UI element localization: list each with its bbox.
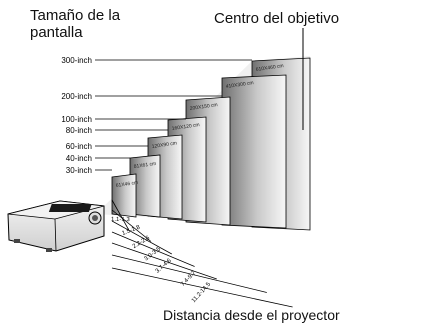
distance-label: 1.1-1.3 xyxy=(111,217,130,223)
lens-center-heading: Centro del objetivo xyxy=(214,10,340,27)
screen-panel-30-inch xyxy=(111,173,137,218)
screen-size-label: 40-inch xyxy=(66,154,92,163)
screen-size-heading: Tamaño de la pantalla xyxy=(30,7,121,41)
distance-label: 1.5-1.8 xyxy=(121,224,141,237)
projector-lens-inner xyxy=(92,215,98,221)
distance-dimension-line xyxy=(111,231,195,267)
distance-dimension-line xyxy=(111,267,293,308)
projector-foot-right xyxy=(46,248,52,252)
screen-dimension-label: 610X460 cm xyxy=(255,63,284,73)
distance-dimension-line xyxy=(111,254,267,293)
screen-size-label: 200-inch xyxy=(61,92,92,101)
screen-size-label: 100-inch xyxy=(61,115,92,124)
screen-dimension-label: 120X90 cm xyxy=(151,141,177,150)
screen-size-label: 300-inch xyxy=(61,56,92,65)
distance-dimension-line xyxy=(111,242,217,280)
distance-label: 3.0-3.5 xyxy=(143,246,162,263)
distance-dimension-line xyxy=(111,209,152,242)
screen-dimension-label: 61X46 cm xyxy=(115,180,138,189)
screen-dimension-label: 410X300 cm xyxy=(225,80,254,90)
screen-dimension-label: 160X120 cm xyxy=(171,122,200,132)
distance-dimension-line xyxy=(111,220,172,255)
projector-control-panel xyxy=(48,204,92,212)
screen-dimension-label: 81X61 cm xyxy=(133,161,156,170)
projector xyxy=(7,200,105,252)
screen-dimension-label: 200X150 cm xyxy=(189,102,218,112)
screen-size-label: 60-inch xyxy=(66,142,92,151)
screen-size-label: 80-inch xyxy=(66,126,92,135)
screen-panel-200-inch xyxy=(221,74,287,229)
distance-label: 11.2-14.5 xyxy=(191,281,213,304)
distance-heading: Distancia desde el proyector xyxy=(163,307,340,323)
size-labels-group: 30-inch 40-inch 60-inch 80-inch 100-inch 200-… xyxy=(61,56,252,175)
projector-foot-left xyxy=(14,239,20,243)
screen-size-label: 30-inch xyxy=(66,166,92,175)
projector-front-edge xyxy=(54,218,57,252)
distance-dimension-line xyxy=(111,199,130,231)
